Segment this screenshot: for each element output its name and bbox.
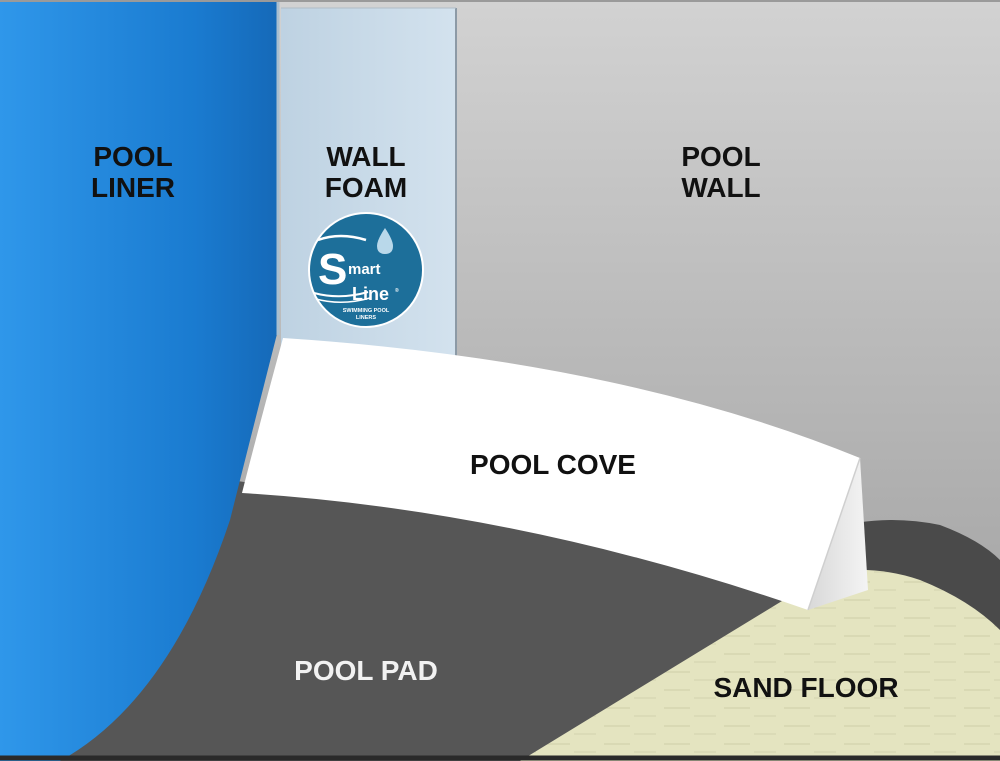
pool-liner-region: [0, 0, 278, 761]
logo-word-mart: mart: [348, 261, 381, 278]
logo-word-line: Line: [352, 284, 389, 304]
pool-liner-label-line2: LINER: [91, 172, 175, 203]
logo-tagline-1: SWIMMING POOL: [343, 308, 390, 314]
pool-cove-end: [808, 458, 868, 610]
wall-foam-label-line1: WALL: [326, 141, 405, 172]
pool-wall-label-line1: POOL: [681, 141, 760, 172]
pool-wall-label-line2: WALL: [681, 172, 760, 203]
pool-cove-label: POOL COVE: [470, 449, 636, 480]
droplet-icon: [377, 228, 393, 254]
wall-foam-label-line2: FOAM: [325, 172, 407, 203]
sand-floor-label: SAND FLOOR: [713, 672, 898, 703]
pool-pad-label: POOL PAD: [294, 655, 438, 686]
logo-letter-s: S: [318, 245, 347, 294]
logo-tagline-2: LINERS: [356, 315, 377, 321]
logo-registered: ®: [395, 287, 399, 294]
pool-liner-label-line1: POOL: [93, 141, 172, 172]
sand-floor-region: [520, 569, 1000, 761]
pool-cove-region: [242, 338, 860, 610]
pool-pad-region: [30, 480, 800, 761]
smart-line-logo: S mart Line ® SWIMMING POOL LINERS: [308, 212, 424, 328]
